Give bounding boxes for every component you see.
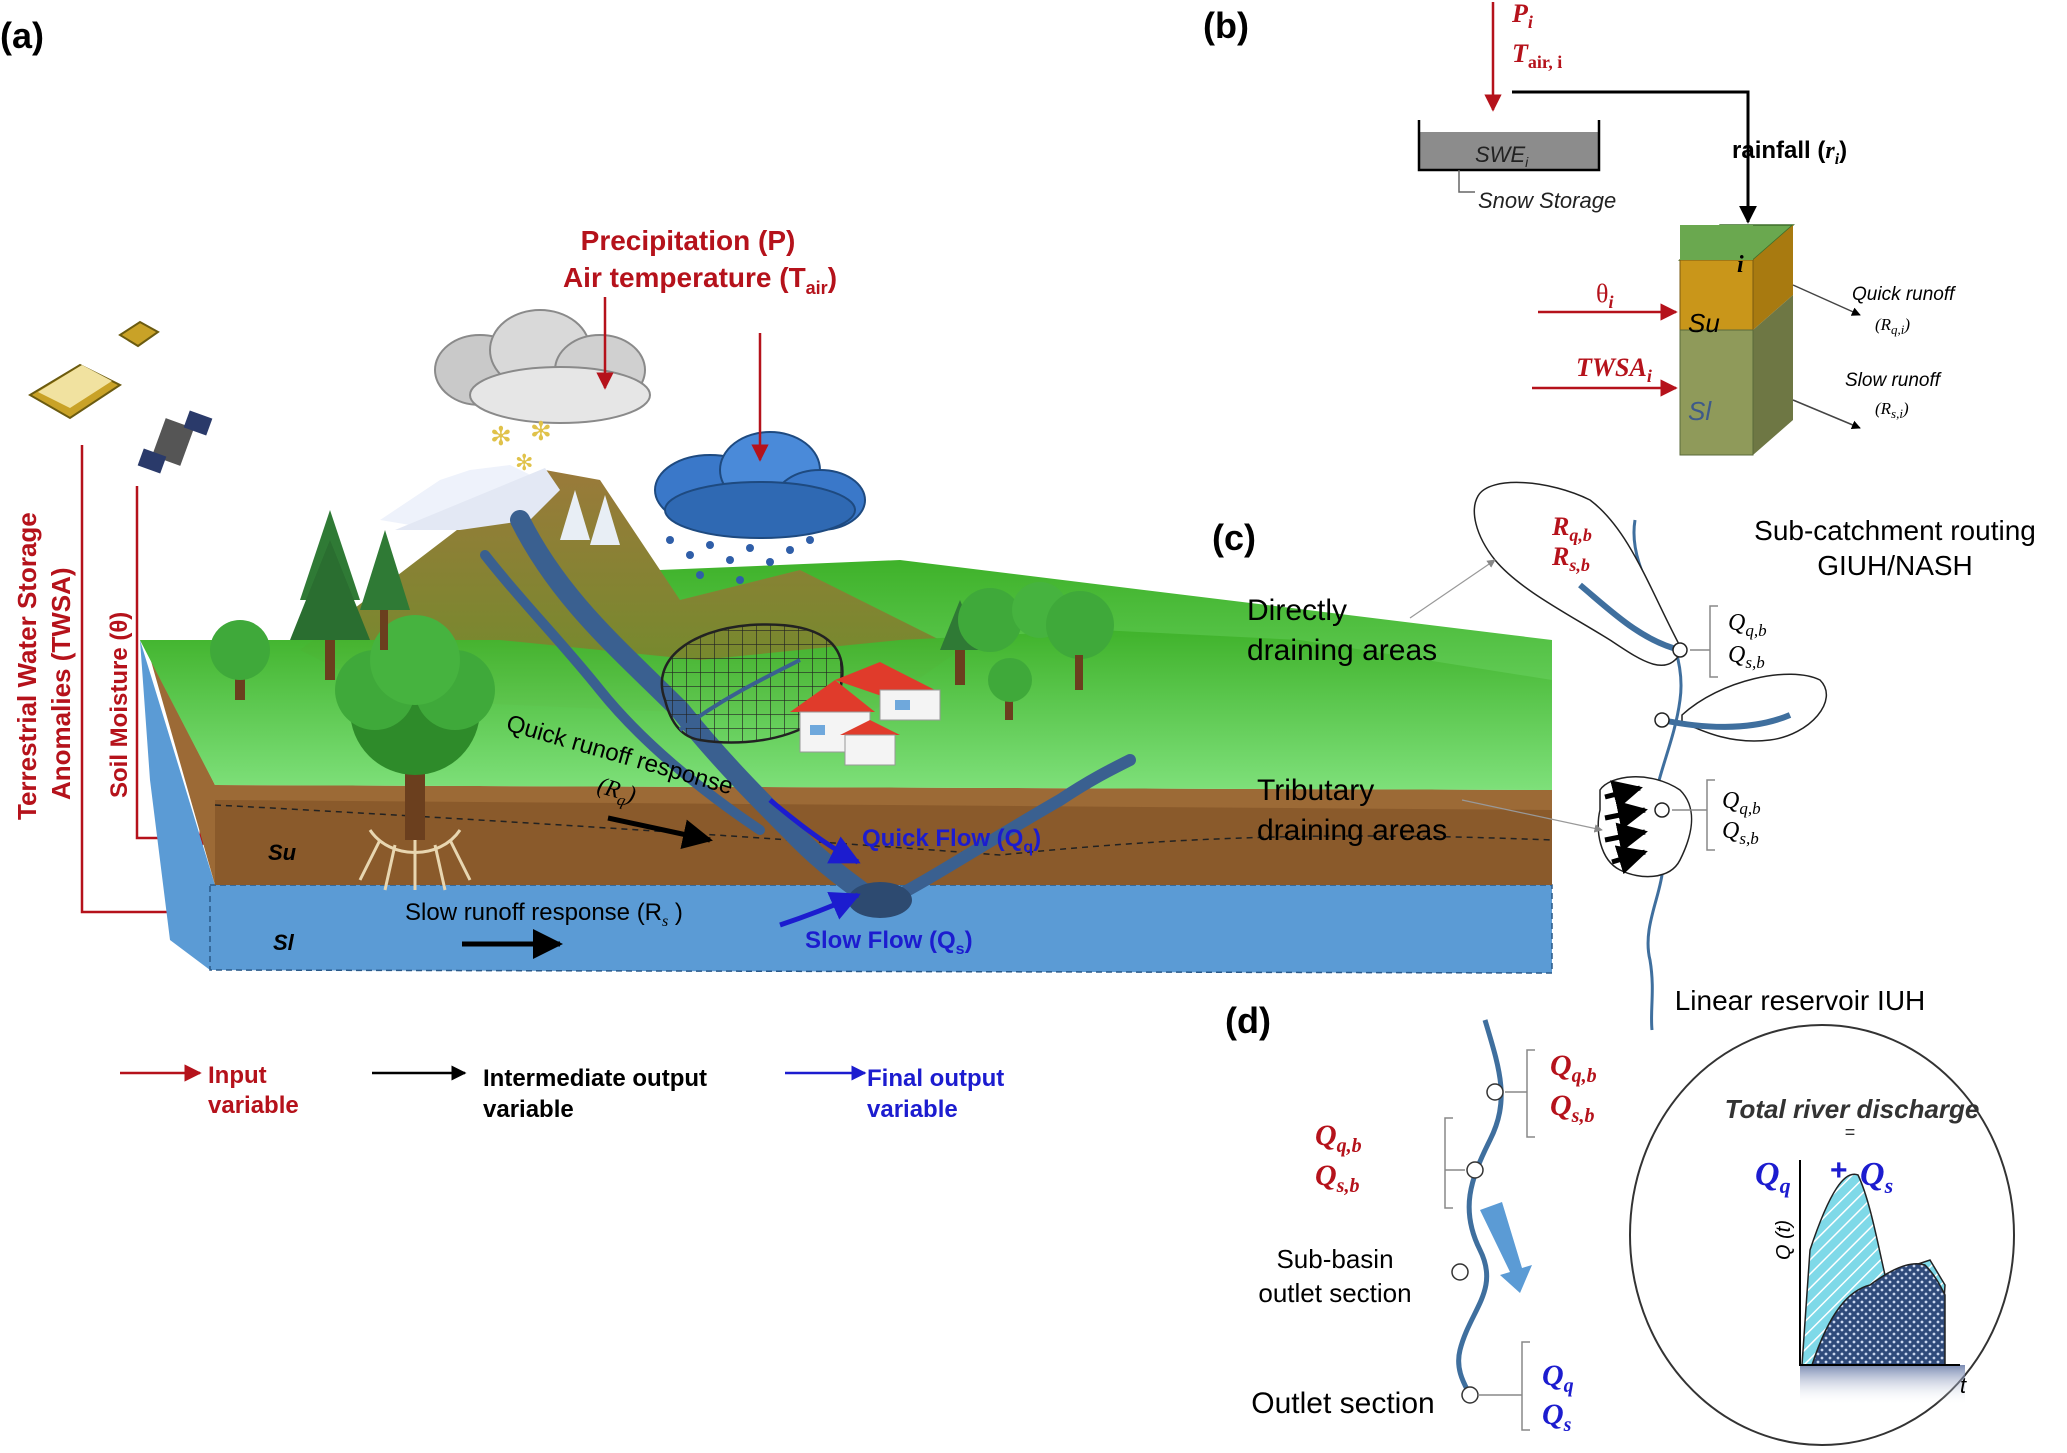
tree-icon	[210, 490, 1114, 891]
iuh-y-axis-label: Q (t)	[1773, 1220, 1795, 1260]
qq-c-label-2: Qq,b	[1722, 788, 1761, 818]
node	[1461, 1386, 1479, 1404]
layer-su-label: Su	[1688, 308, 1720, 338]
layer-sl-label: Sl	[1688, 396, 1712, 426]
snow-storage-box	[1417, 120, 1601, 172]
panel-b-label: (b)	[1203, 5, 1249, 46]
qq-d-outlet: Qq	[1542, 1359, 1574, 1397]
panel-c-label: (c)	[1212, 517, 1256, 558]
soil-moisture-label: Soil Moisture (θ)	[106, 612, 133, 798]
slow-flow-label: Slow Flow (Qs)	[805, 927, 973, 958]
su-label: Su	[268, 840, 297, 865]
svg-text:✻: ✻	[490, 421, 512, 451]
rs-label: Rs,b	[1551, 542, 1590, 575]
twsa-label-line2: Anomalies (TWSA)	[46, 567, 76, 800]
soil-column	[1678, 224, 1795, 456]
p-i-label: Pi	[1511, 0, 1533, 32]
snow-cloud-icon: ✻ ✻ ✻	[434, 309, 651, 475]
precip-label-line1: Precipitation (P)	[581, 225, 796, 256]
layer-i-label: i	[1737, 252, 1744, 278]
snow-storage-label: Snow Storage	[1478, 188, 1616, 213]
rq-label: Rq,b	[1551, 512, 1592, 545]
qs-d-outlet: Qs	[1542, 1398, 1572, 1436]
rain-cloud-icon	[654, 431, 866, 584]
iuh-x-axis-label: t	[1960, 1373, 1967, 1398]
iuh-title: Linear reservoir IUH	[1675, 985, 1926, 1016]
house-icon	[790, 662, 941, 766]
qq-c-label-1: Qq,b	[1728, 610, 1767, 640]
legend-intermediate-line2: variable	[483, 1096, 574, 1123]
node	[1654, 802, 1670, 818]
quick-flow-arrow	[768, 798, 861, 865]
rainfall-arrow	[1512, 90, 1757, 224]
sl-label: Sl	[273, 930, 295, 955]
river	[480, 510, 1136, 918]
trib-label-line2: draining areas	[1257, 814, 1447, 847]
slow-runoff-b-symbol: (Rs,i)	[1875, 399, 1909, 421]
node	[1654, 712, 1670, 728]
quick-runoff-b-symbol: (Rq,i)	[1875, 315, 1910, 337]
slow-flow-arrow	[779, 892, 861, 928]
total-eq: =	[1845, 1122, 1856, 1142]
precip-label-line2: Air temperature (Tair)	[563, 262, 837, 298]
sub-catchment-diagram	[1473, 481, 1827, 1031]
swe-label: SWEi	[1475, 142, 1529, 170]
satellite-icon	[28, 320, 213, 474]
t-air-label: Tair, i	[1512, 39, 1562, 72]
legend-final-line1: Final output	[867, 1065, 1004, 1092]
qs-c-label-1: Qs,b	[1728, 642, 1765, 672]
legend-input-line2: variable	[208, 1092, 299, 1119]
slow-runoff-label: Slow runoff response (Rs )	[405, 899, 683, 930]
twsa-label-line1: Terrestrial Water Storage	[12, 512, 42, 820]
qq-d-label-1: Qq,b	[1550, 1049, 1597, 1087]
trib-label-line1: Tributary	[1257, 774, 1374, 807]
svg-text:✻: ✻	[530, 416, 552, 446]
sum-qq: Qq	[1755, 1156, 1791, 1198]
panel-a-label: (a)	[0, 15, 44, 56]
node	[1672, 642, 1688, 658]
qq-d-label-2: Qq,b	[1315, 1119, 1362, 1157]
quick-flow-label: Quick Flow (Qq)	[862, 825, 1041, 856]
routing-title-line2: GIUH/NASH	[1817, 550, 1973, 581]
sum-plus: +	[1830, 1154, 1848, 1187]
node	[1486, 1083, 1504, 1101]
svg-text:✻: ✻	[515, 450, 533, 475]
twsa-input-arrow	[80, 445, 202, 921]
direct-label-line1: Directly	[1247, 594, 1347, 627]
node	[1466, 1161, 1484, 1179]
legend-final-line2: variable	[867, 1096, 958, 1123]
panel-d-label: (d)	[1225, 1000, 1271, 1041]
direct-label-line2: draining areas	[1247, 634, 1437, 667]
theta-label: θi	[1596, 279, 1613, 312]
legend: Input variable Intermediate output varia…	[120, 1062, 1004, 1123]
iuh-hydrograph	[1629, 1024, 2015, 1446]
qs-d-label-2: Qs,b	[1315, 1159, 1359, 1197]
slow-runoff-b-label: Slow runoff	[1845, 370, 1942, 391]
sum-qs: Qs	[1860, 1156, 1893, 1198]
subbasin-label-line2: outlet section	[1258, 1278, 1411, 1308]
legend-intermediate-line1: Intermediate output	[483, 1065, 707, 1092]
subbasin-label-line1: Sub-basin	[1276, 1244, 1393, 1274]
routing-title-line1: Sub-catchment routing	[1754, 515, 2036, 546]
quick-runoff-arrow	[607, 815, 713, 849]
node	[1451, 1263, 1469, 1281]
legend-input-line1: Input	[208, 1062, 267, 1089]
rainfall-label: rainfall (ri)	[1732, 137, 1847, 168]
qs-d-label-1: Qs,b	[1550, 1089, 1594, 1127]
river-network-d	[1444, 1019, 1535, 1431]
quick-runoff-b-label: Quick runoff	[1852, 284, 1956, 305]
twsa-b-label: TWSAi	[1576, 353, 1652, 386]
qs-c-label-2: Qs,b	[1722, 818, 1759, 848]
total-discharge-label: Total river discharge	[1725, 1094, 1980, 1124]
outlet-label: Outlet section	[1251, 1387, 1434, 1420]
